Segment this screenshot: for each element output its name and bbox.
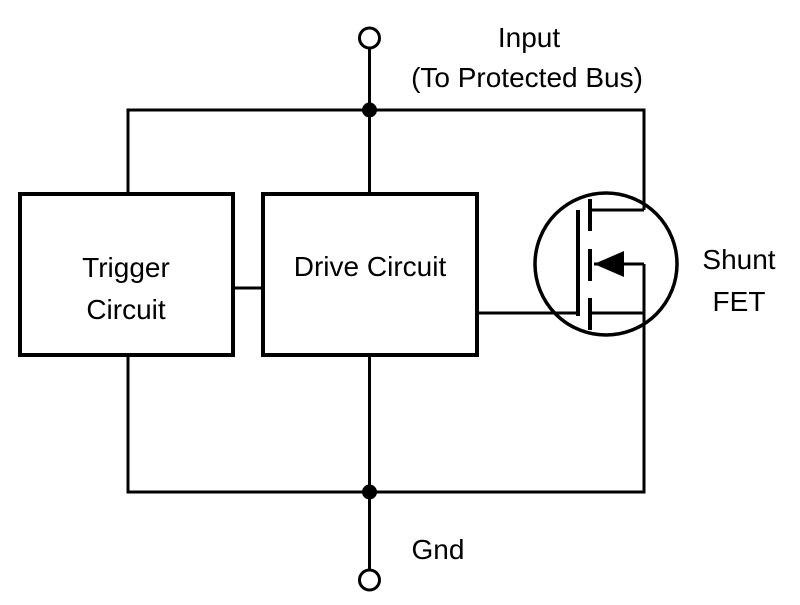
gnd-terminal [358, 568, 381, 592]
trigger-block-label-line2: Circuit [86, 294, 166, 325]
shunt-fet-label-line2: FET [712, 286, 766, 317]
trigger-block-label: Trigger Circuit [82, 247, 170, 331]
fet-body-circle [533, 191, 679, 337]
shunt-fet-label-line1: Shunt [702, 244, 776, 275]
shunt-fet-label: Shunt FET [702, 239, 775, 323]
input-sublabel: (To Protected Bus) [411, 62, 643, 93]
top-junction-dot [362, 102, 377, 118]
fet-body-arrow [594, 251, 624, 277]
bottom-junction-dot [362, 484, 377, 500]
gnd-label: Gnd [411, 534, 465, 565]
wiring-group [18, 26, 679, 592]
shunt-fet-symbol [533, 191, 679, 337]
input-label: Input [497, 22, 561, 53]
drive-block-label: Drive Circuit [293, 251, 447, 282]
trigger-block-label-line1: Trigger [82, 252, 170, 283]
top-bus-wire [126, 108, 646, 210]
bottom-bus-wire [126, 313, 646, 494]
input-terminal [358, 26, 381, 50]
